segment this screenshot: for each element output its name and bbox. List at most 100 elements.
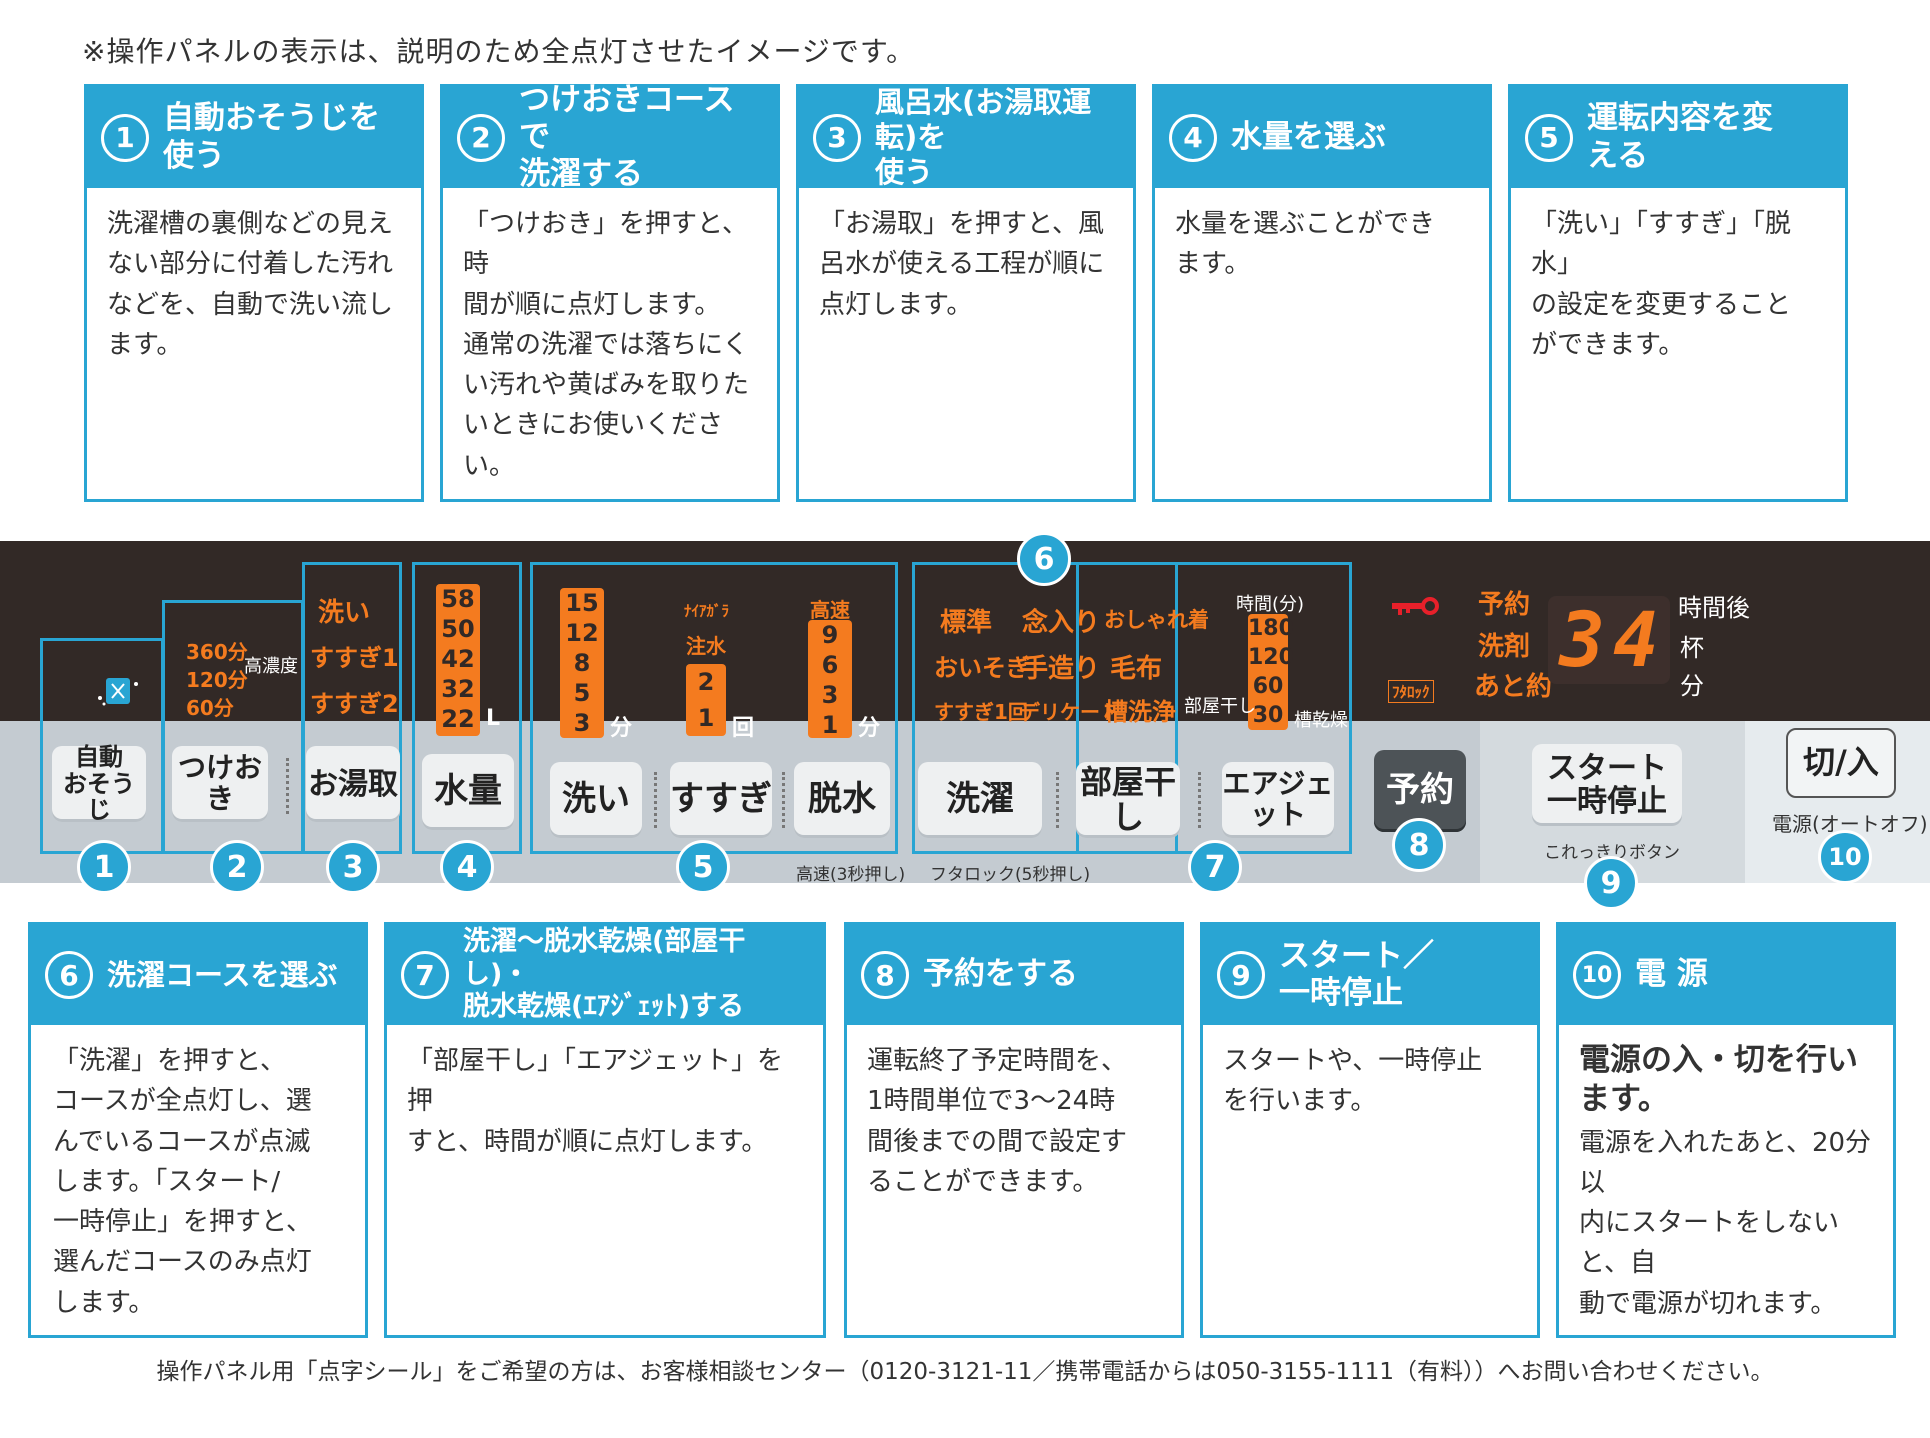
card-number: 4 (1169, 113, 1217, 162)
separator (1056, 772, 1059, 828)
card-title: つけおきコースで 洗濯する (519, 81, 735, 193)
wash-minutes-column: 15 12 8 5 3 (560, 588, 604, 738)
notice-top: ※操作パネルの表示は、説明のため全点灯させたイメージです。 (82, 35, 916, 68)
spin-minute: 6 (821, 651, 839, 679)
card-title: 洗濯～脱水乾燥(部屋干し)・ 脱水乾燥(ｴｱｼﾞｪｯﾄ)する (463, 926, 746, 1023)
power-button[interactable]: 切/入 (1786, 728, 1896, 798)
tsukeoki-button[interactable]: つけおき (172, 746, 268, 822)
card-number: 7 (401, 951, 449, 999)
badge-7: 7 (1188, 840, 1242, 894)
water-level-button[interactable]: 水量 (422, 754, 514, 830)
wash-button[interactable]: 洗い (550, 762, 642, 838)
wash-minute: 12 (565, 619, 599, 647)
oyutori-button[interactable]: お湯取 (306, 746, 400, 822)
heyaboshi-button[interactable]: 部屋干し (1076, 762, 1180, 838)
wash-minute: 8 (573, 649, 591, 677)
reserve-indicator: 予約 (1478, 590, 1531, 620)
lock-key-icon (1392, 596, 1440, 620)
rinse-button[interactable]: すすぎ (670, 762, 772, 838)
auto-clean-button[interactable]: 自動 おそうじ (52, 744, 146, 823)
course-button[interactable]: 洗濯 (918, 762, 1042, 838)
card-body: 「洗濯」を押すと、 コースが全点灯し、選 んでいるコースが点滅 します。「スター… (53, 1046, 312, 1318)
display-digit: 4 (1613, 595, 1659, 684)
oyutori-step-susugi2: すすぎ2 (310, 690, 399, 718)
auto-clean-icon (96, 672, 140, 710)
card-number: 9 (1217, 951, 1265, 999)
rinse-unit: 回 (732, 716, 755, 741)
water-level-column: 58 50 42 32 22 (436, 584, 480, 736)
feature-card-7: 7 洗濯～脱水乾燥(部屋干し)・ 脱水乾燥(ｴｱｼﾞｪｯﾄ)する 「部屋干し」「エ… (384, 922, 826, 1338)
water-level: 58 (441, 585, 475, 613)
card-body: 「つけおき」を押すと、時 間が順に点灯します。 通常の洗濯では落ちにく い汚れや… (463, 209, 750, 481)
high-speed-note: 高速(3秒押し) (796, 865, 906, 885)
water-level: 42 (441, 645, 475, 673)
card-body: 水量を選ぶことができ ます。 (1175, 209, 1436, 280)
badge-4: 4 (440, 840, 494, 894)
oyutori-step-susugi1: すすぎ1 (310, 644, 399, 672)
wash-minute: 5 (573, 679, 591, 707)
display-digit: 3 (1559, 595, 1605, 684)
card-body: 電源の入・切を行い ます。 電源を入れたあと、20分以 内にスタートをしないと、… (1559, 1025, 1893, 1340)
badge-10: 10 (1818, 830, 1872, 884)
card-number: 10 (1573, 951, 1621, 999)
card-body: 「部屋干し」「エアジェット」を押 すと、時間が順に点灯します。 (407, 1046, 783, 1157)
course-nenniri: 念入り (1022, 608, 1101, 638)
notice-bottom: 操作パネル用「点字シール」をご希望の方は、お客様相談センター（0120-3121… (156, 1359, 1774, 1385)
spin-button[interactable]: 脱水 (794, 762, 890, 838)
oyutori-step-arai: 洗い (318, 598, 371, 628)
heyaboshi-small-label: 部屋干し (1184, 696, 1256, 717)
card-lead: 電源の入・切を行い ます。 (1579, 1042, 1858, 1117)
rinse-count: 2 (697, 668, 715, 696)
tsukeoki-time-360: 360分 (186, 640, 248, 664)
display-minutes: 分 (1680, 672, 1704, 700)
spin-minutes-column: 9 6 3 1 (808, 620, 852, 739)
seven-segment-display: 3 4 (1548, 596, 1670, 684)
card-title: 電 源 (1635, 956, 1708, 993)
spin-unit: 分 (858, 716, 881, 741)
remaining-indicator: あと約 (1474, 672, 1553, 702)
badge-5: 5 (676, 840, 730, 894)
card-body: 運転終了予定時間を、 1時間単位で3～24時 間後までの間で設定す ることができ… (867, 1046, 1128, 1197)
spin-minute: 9 (821, 621, 839, 649)
card-title: 自動おそうじを 使う (163, 100, 380, 174)
tsukeoki-time-120: 120分 (186, 668, 248, 692)
dry-time: 180 (1248, 616, 1294, 641)
high-concentration-label: 高濃度 (244, 656, 298, 677)
lock-label: ﾌﾀﾛｯｸ (1388, 680, 1434, 703)
course-tezukuri: 手造り (1022, 654, 1101, 684)
display-cups: 杯 (1680, 634, 1704, 662)
course-oisogi: おいそぎ (934, 654, 1030, 682)
start-pause-button[interactable]: スタート 一時停止 (1532, 744, 1682, 826)
dry-time-column: 180 120 60 30 (1248, 614, 1294, 730)
dry-time-label: 時間(分) (1236, 594, 1305, 615)
nylon-label: ﾅｲｱｶﾞﾗ (684, 602, 730, 620)
card-number: 6 (45, 951, 93, 999)
badge-8: 8 (1392, 818, 1446, 872)
airjet-button[interactable]: エアジェット (1222, 762, 1334, 838)
card-body: 「洗い」「すすぎ」「脱水」 の設定を変更すること ができます。 (1531, 209, 1792, 360)
dry-time: 120 (1248, 645, 1294, 670)
card-number: 1 (101, 113, 149, 162)
water-level: 32 (441, 675, 475, 703)
water-level: 22 (441, 705, 475, 733)
separator (654, 772, 657, 828)
course-moufu: 毛布 (1110, 654, 1163, 684)
course-hyoujun: 標準 (940, 608, 993, 638)
card-number: 3 (813, 113, 861, 162)
card-body-text: 電源を入れたあと、20分以 内にスタートをしないと、自 動で電源が切れます。 (1579, 1127, 1872, 1319)
badge-2: 2 (210, 840, 264, 894)
badge-9: 9 (1584, 856, 1638, 910)
card-body: 洗濯槽の裏側などの見え ない部分に付着した汚れ などを、自動で洗い流し ます。 (107, 209, 394, 360)
card-title: 風呂水(お湯取運転)を 使う (875, 85, 1092, 189)
rinse-count: 1 (697, 704, 715, 732)
detergent-indicator: 洗剤 (1478, 632, 1531, 662)
wash-minute: 15 (565, 589, 599, 617)
card-number: 8 (861, 951, 909, 999)
card-title: 予約をする (923, 956, 1078, 993)
chusui-label: 注水 (686, 634, 726, 658)
water-level: 50 (441, 615, 475, 643)
